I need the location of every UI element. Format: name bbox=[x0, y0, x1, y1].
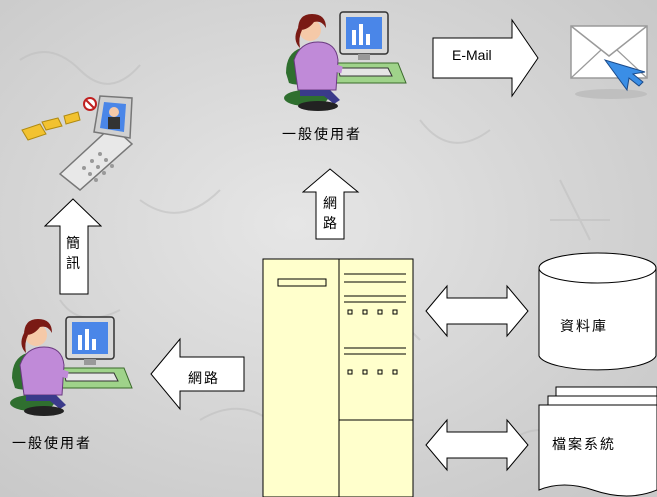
database-cylinder-icon bbox=[538, 252, 657, 371]
document-stack-icon bbox=[538, 386, 657, 497]
email-arrow-label: E-Mail bbox=[452, 47, 492, 63]
woman-at-computer-icon bbox=[10, 316, 133, 416]
database-double-arrow bbox=[425, 284, 529, 338]
file-system-label: 檔案系統 bbox=[552, 437, 616, 453]
network-left-arrow bbox=[150, 337, 245, 411]
network-left-label: 網路 bbox=[188, 371, 220, 387]
network-up-char-2: 路 bbox=[323, 216, 337, 232]
sms-label: 簡 訊 bbox=[53, 234, 93, 274]
network-up-char-1: 網 bbox=[323, 196, 337, 212]
sms-char-1: 簡 bbox=[66, 236, 80, 252]
sms-up-arrow bbox=[44, 198, 102, 295]
sms-char-2: 訊 bbox=[66, 256, 80, 272]
filesystem-double-arrow bbox=[425, 418, 529, 472]
network-up-arrow bbox=[302, 168, 360, 240]
user-top-label: 一般使用者 bbox=[282, 127, 362, 143]
mobile-phone-icon bbox=[21, 95, 134, 191]
woman-at-computer-icon bbox=[284, 11, 407, 111]
database-label: 資料庫 bbox=[560, 319, 608, 335]
email-arrow bbox=[432, 18, 539, 98]
mail-envelope-icon bbox=[570, 25, 648, 99]
user-bottom-label: 一般使用者 bbox=[12, 436, 92, 452]
network-up-label: 網 路 bbox=[310, 194, 350, 234]
server-rack-icon bbox=[262, 258, 414, 497]
